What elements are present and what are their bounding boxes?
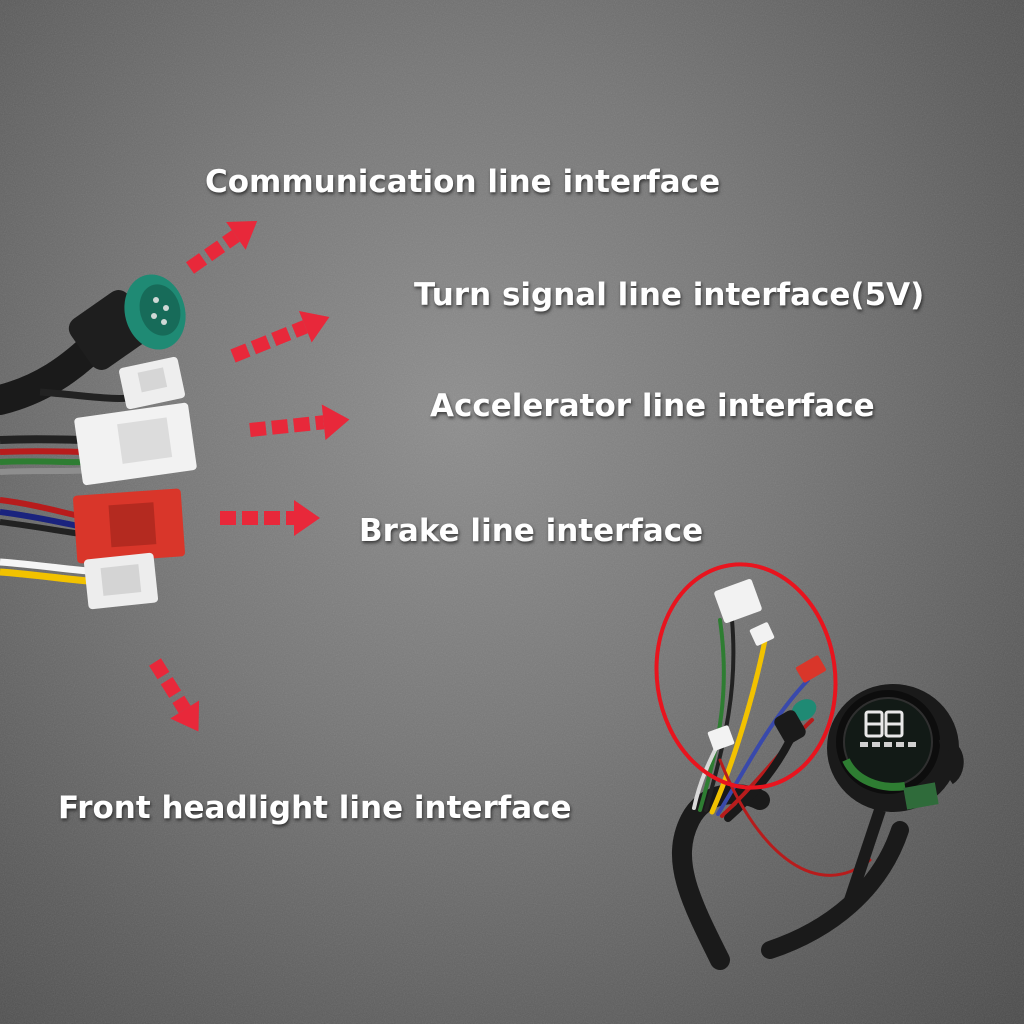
label-accelerator-line: Accelerator line interface	[430, 388, 875, 424]
arrow-brake	[220, 500, 320, 536]
label-turn-signal-line: Turn signal line interface(5V)	[414, 277, 925, 313]
small-white-plug-mid	[749, 622, 775, 646]
red-connector	[73, 488, 185, 564]
green-connector	[68, 274, 186, 370]
arrow-front-headlight	[149, 658, 200, 732]
label-communication-line: Communication line interface	[205, 164, 721, 200]
small-red-plug	[795, 655, 827, 683]
round-display	[827, 684, 964, 902]
label-brake-line: Brake line interface	[359, 513, 704, 549]
arrow-turn-signal	[230, 311, 330, 363]
small-white-plug-top	[714, 579, 762, 623]
small-white-plug-low	[707, 725, 735, 751]
white-connector-small	[119, 356, 185, 410]
arrow-communication	[185, 220, 258, 274]
highlight-circle	[654, 562, 838, 790]
label-front-headlight-line: Front headlight line interface	[58, 790, 572, 826]
white-connector-large	[74, 402, 197, 486]
white-connector-bottom	[83, 552, 159, 610]
display-cables	[672, 618, 909, 970]
small-green-plug	[774, 699, 817, 744]
arrow-accelerator	[249, 404, 350, 441]
